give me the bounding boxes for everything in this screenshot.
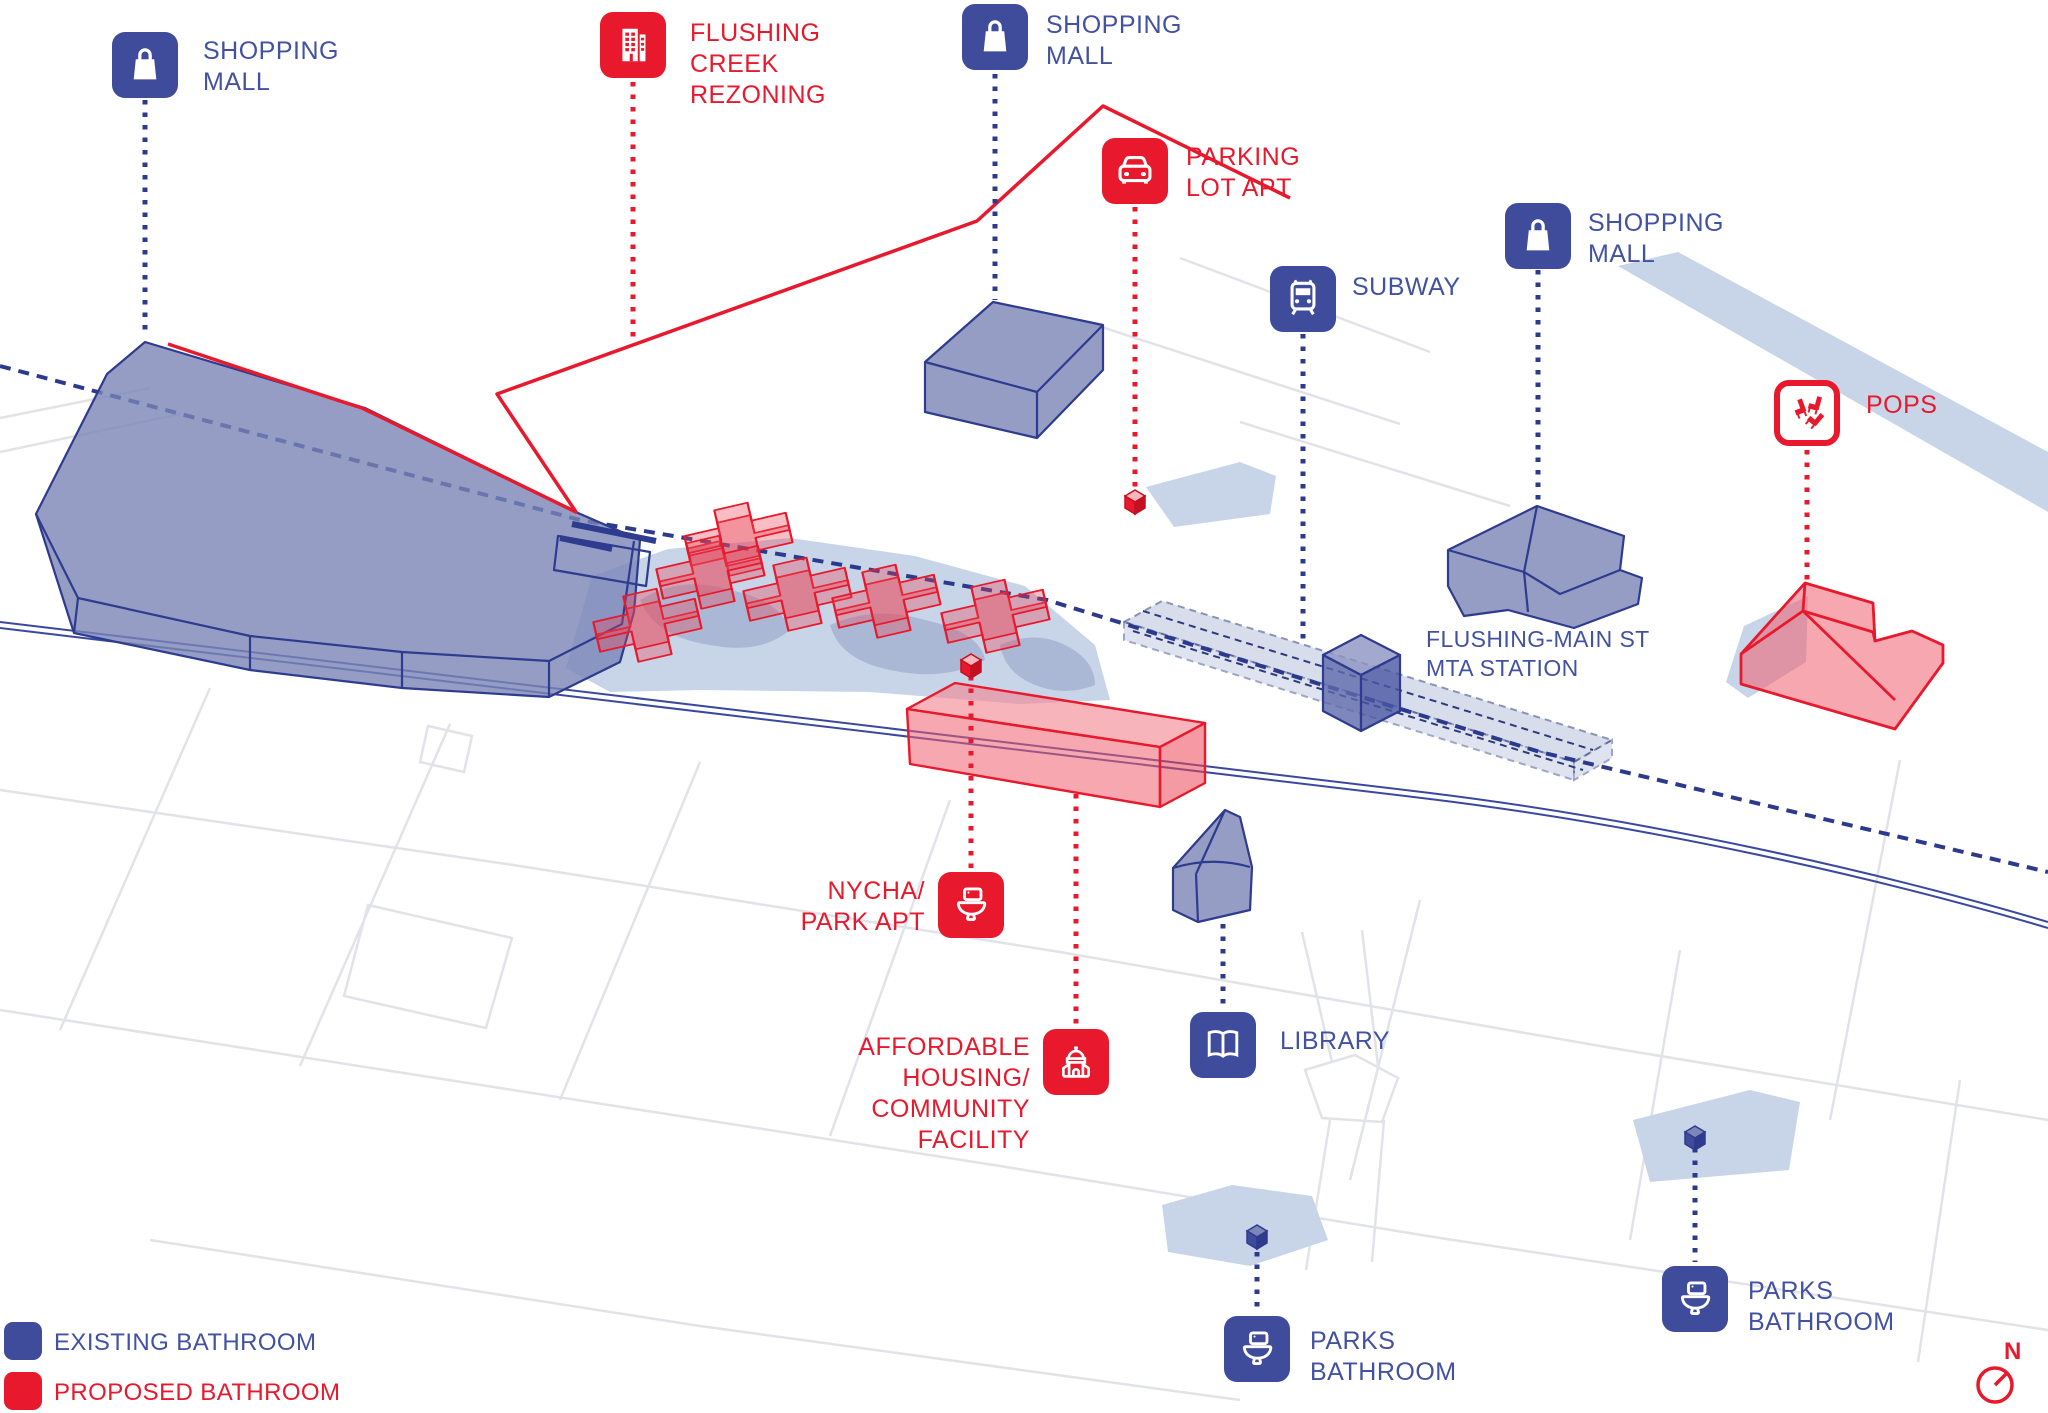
callout-label-library: LIBRARY [1280,1027,1391,1055]
building-icon [600,12,666,78]
car-icon [1102,138,1168,204]
existing-buildings [34,300,1644,924]
parking-lot-area [1146,462,1276,527]
train-icon [1270,266,1336,332]
open-book-icon [1190,1012,1256,1078]
callout-label-parking-lot-apt: PARKING LOT APT [1186,143,1301,202]
toilet-icon [1662,1266,1728,1332]
south-park-area [1162,1185,1328,1266]
library-building [1171,808,1254,924]
station-entrance-cube [1321,633,1402,733]
leader-lines-existing [142,74,1698,1312]
shopping-mall-center-building [923,300,1105,440]
chairs-icon [1774,380,1840,446]
shopping-bag-icon [112,32,178,98]
callout-label-nycha-park-apt: NYCHA/ PARK APT [800,877,925,936]
legend-swatch-proposed [4,1372,42,1410]
toilet-icon [938,872,1004,938]
east-park-area [1633,1090,1800,1182]
nycha-slab-building [905,681,1207,809]
callout-label-parks-bathroom-south: PARKS BATHROOM [1310,1327,1457,1386]
callout-label-affordable-housing: AFFORDABLE HOUSING/ COMMUNITY FACILITY [858,1033,1030,1154]
callout-label-shopping-mall-center: SHOPPING MALL [1046,11,1182,70]
shopping-bag-icon [1505,203,1571,269]
callout-label-parks-bathroom-east: PARKS BATHROOM [1748,1277,1895,1336]
street-network [0,256,2048,1402]
compass-north-label: N [2004,1338,2022,1365]
compass-icon [1976,1366,2014,1404]
nycha-marker-cube [959,653,983,680]
callout-label-flushing-creek-rezoning: FLUSHING CREEK REZONING [690,19,826,109]
flushing-creek-rezoning-boundary [167,104,1291,514]
east-park-marker-cube [1683,1125,1707,1152]
legend-label-existing: EXISTING BATHROOM [54,1329,317,1356]
legend-swatch-existing [4,1322,42,1360]
callout-label-shopping-mall-nw: SHOPPING MALL [203,37,339,96]
bathroom-marker-cubes [959,489,1707,1251]
shopping-bag-icon [962,4,1028,70]
mall-corner-bold-dashes [559,521,657,552]
callout-label-pops: POPS [1866,391,1938,419]
civic-building-icon [1043,1029,1109,1095]
shopping-mall-east-building [1446,504,1644,630]
shopping-mall-nw-building [34,340,642,699]
toilet-icon [1224,1316,1290,1382]
proposed-buildings [588,493,1945,809]
callout-label-subway: SUBWAY [1352,273,1461,301]
parking-lot-marker-cube [1123,489,1147,516]
station-label: FLUSHING-MAIN ST MTA STATION [1426,626,1650,681]
south-park-marker-cube [1245,1224,1269,1251]
mall-corner-structure [552,534,652,588]
legend-label-proposed: PROPOSED BATHROOM [54,1379,341,1406]
pops-building [1739,581,1945,731]
leader-lines-proposed [630,82,1810,1026]
callout-label-shopping-mall-east: SHOPPING MALL [1588,209,1724,268]
